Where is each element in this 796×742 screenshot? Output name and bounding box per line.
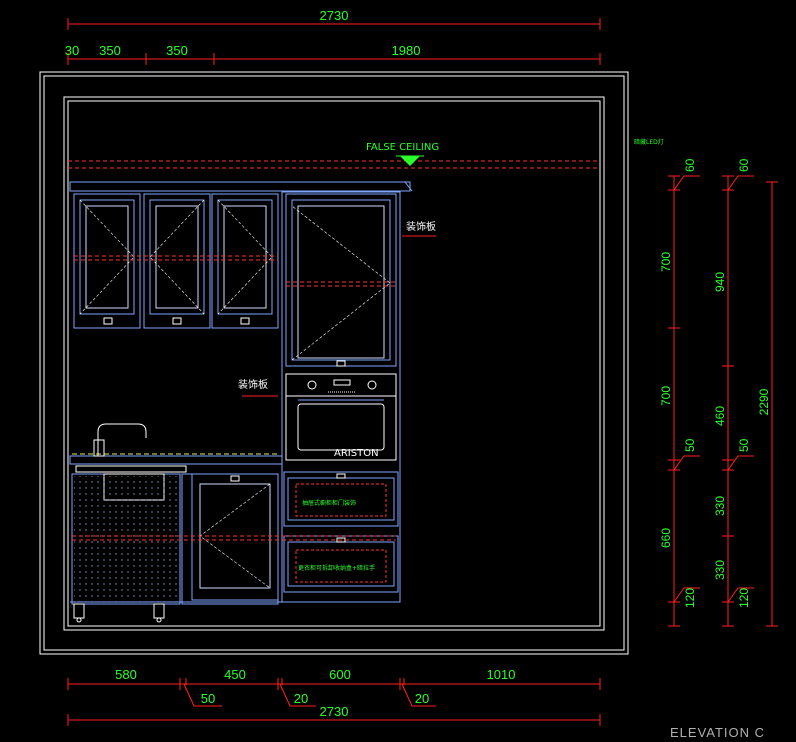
cabinet-legs: [73, 603, 165, 623]
oven-brand: ARISTON: [334, 448, 379, 459]
upper-cabinet-diagonals: [79, 199, 273, 315]
top-dimensions: [67, 18, 601, 65]
ceiling-marker-icon: [400, 156, 420, 166]
dim-a-6: 120: [683, 588, 697, 608]
bottom-gap-3: 20: [415, 691, 429, 706]
dim-b-6: 330: [713, 560, 727, 580]
bottom-gap-2: 20: [294, 691, 308, 706]
led-note: 暗藏LED灯: [634, 138, 664, 146]
top-dim-4: 1980: [392, 43, 421, 58]
bottom-dim-4: 1010: [487, 667, 516, 682]
dim-a-3: 700: [659, 386, 673, 406]
tall-drawers: [283, 471, 399, 593]
upper-cabinets: [73, 193, 279, 329]
tall-door-diagonal: [291, 205, 391, 361]
sink-cabinet-pattern: [74, 476, 178, 602]
false-ceiling-label: FALSE CEILING: [366, 142, 439, 153]
panel-mid-note: 装饰板: [238, 378, 268, 391]
view-title: ELEVATION C: [670, 725, 765, 740]
sink-faucet: [75, 423, 187, 473]
upper-shelf-lines: [74, 255, 278, 261]
dim-b-2: 940: [713, 272, 727, 292]
dim-a-4: 50: [683, 438, 697, 452]
dim-a-1: 60: [683, 158, 697, 172]
right-dims-total: [766, 181, 778, 627]
dim-b-4: 50: [737, 438, 751, 452]
leader-lines: [242, 235, 436, 397]
panel-top-note: 装饰板: [406, 220, 436, 233]
tall-cabinet: [281, 191, 401, 603]
dim-total-right: 2290: [757, 388, 771, 415]
right-dims-b: [722, 175, 754, 627]
bottom-dim-3: 600: [329, 667, 351, 682]
dim-b-7: 120: [737, 588, 751, 608]
top-dim-3: 350: [166, 43, 188, 58]
bottom-dimensions: [67, 678, 601, 726]
dim-a-5: 660: [659, 528, 673, 548]
top-total-dim: 2730: [320, 8, 349, 23]
dim-b-5: 330: [713, 496, 727, 516]
dim-a-2: 700: [659, 252, 673, 272]
bottom-gap-1: 50: [201, 691, 215, 706]
bottom-total-dim: 2730: [320, 704, 349, 719]
top-dim-2: 350: [99, 43, 121, 58]
tall-shelf-lines: [286, 281, 396, 287]
oven: [285, 373, 397, 461]
middle-base-cabinet: [181, 473, 279, 605]
crown-moulding: [69, 181, 413, 192]
countertop: [69, 453, 283, 465]
bottom-dim-1: 580: [115, 667, 137, 682]
wall-outline: [39, 71, 629, 655]
dim-b-1: 60: [737, 158, 751, 172]
drawer2-label: 更衣柜可拆卸收纳盒+暗拉手: [298, 564, 375, 572]
drawer1-label: 抽屉式橱柜柜门装饰: [302, 499, 356, 507]
bottom-dim-2: 450: [224, 667, 246, 682]
top-dim-1: 30: [65, 43, 79, 58]
false-ceiling: [68, 160, 600, 169]
right-dims-a: [668, 175, 700, 627]
dim-b-3: 460: [713, 406, 727, 426]
base-shelf-lines: [72, 535, 396, 541]
